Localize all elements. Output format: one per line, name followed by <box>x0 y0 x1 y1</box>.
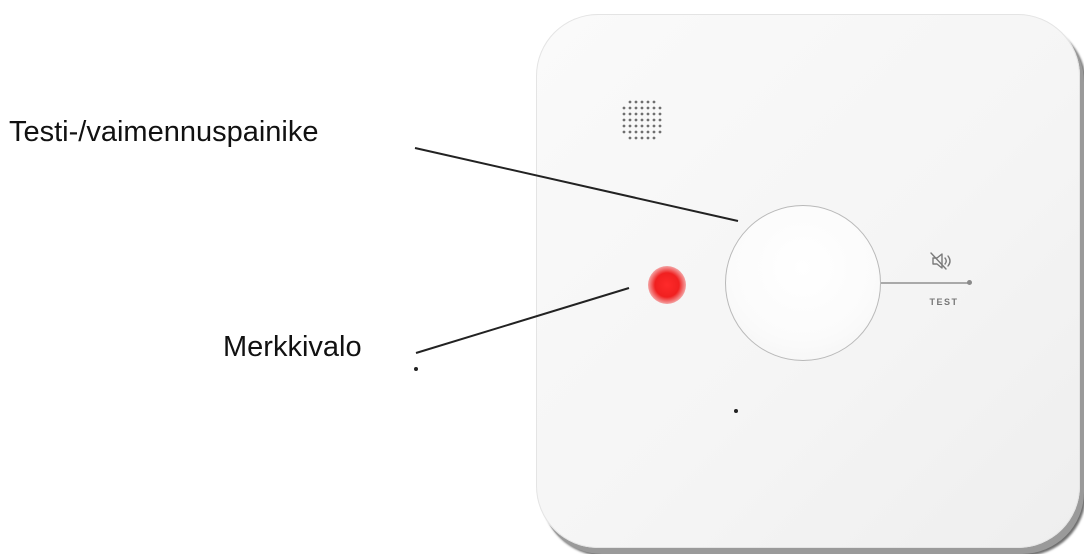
test-label: TEST <box>929 297 959 307</box>
callout-label-test-button: Testi-/vaimennuspainike <box>9 116 319 148</box>
test-indicator-dot <box>967 280 972 285</box>
test-silence-button[interactable] <box>725 205 881 361</box>
speaker-mute-icon <box>930 252 951 270</box>
callout-label-indicator-light: Merkkivalo <box>223 331 362 363</box>
speaker-grille-icon <box>622 100 662 140</box>
test-indicator-line <box>881 282 970 284</box>
indicator-light <box>648 266 686 304</box>
callout-dot <box>414 367 418 371</box>
sensor-dot <box>734 409 738 413</box>
